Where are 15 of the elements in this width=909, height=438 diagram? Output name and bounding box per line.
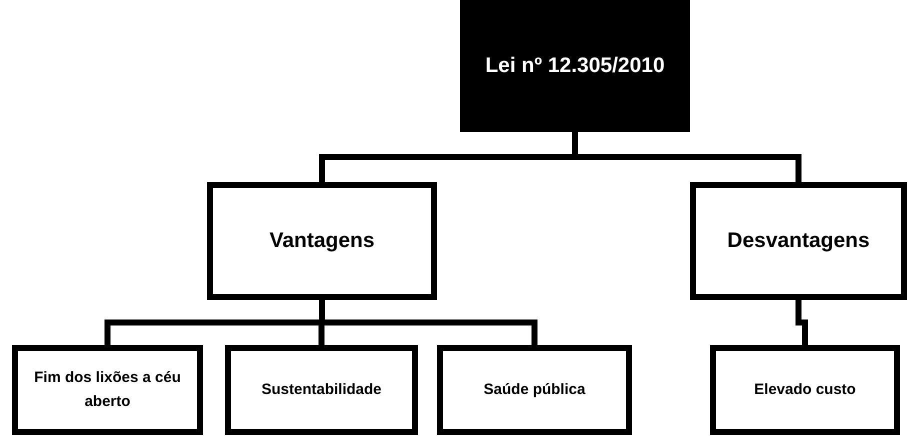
category-box	[710, 345, 900, 435]
node-label: Lei nº 12.305/2010	[485, 53, 665, 80]
category-box	[207, 182, 437, 300]
node-label: Sustentabilidade	[261, 380, 382, 400]
node-label: Saúde pública	[484, 380, 586, 400]
node-label: Fim dos lixões a céu aberto	[33, 368, 182, 412]
category-box	[437, 345, 632, 435]
connector-line	[796, 300, 808, 345]
node-label: Elevado custo	[754, 380, 856, 400]
node-label: Desvantagens	[727, 228, 870, 254]
node-label: Vantagens	[269, 228, 375, 254]
category-box	[225, 345, 418, 435]
title-box	[460, 0, 690, 132]
category-box	[690, 182, 907, 300]
category-box	[12, 345, 203, 435]
